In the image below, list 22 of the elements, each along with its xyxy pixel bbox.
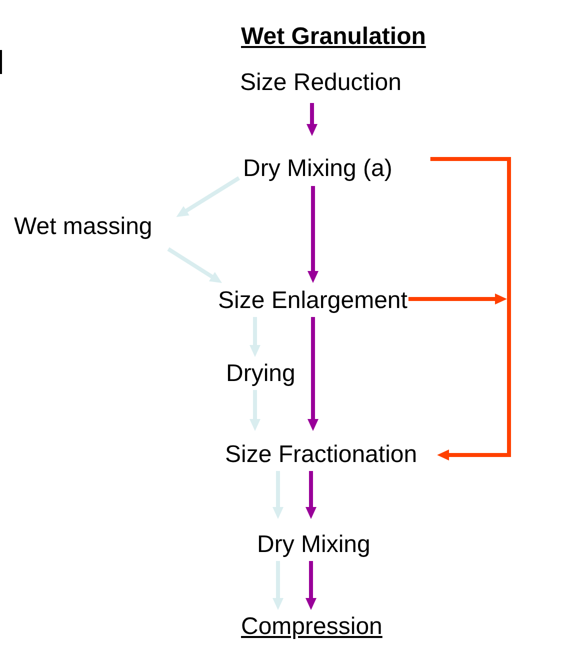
step-label: Size Reduction [240,69,402,96]
step-label: Compression [241,613,382,640]
step-label: Size Enlargement [218,287,408,314]
arrow [167,247,224,285]
arrow [272,561,284,610]
arrow [272,471,284,519]
arrow [306,561,316,610]
arrow [306,103,318,136]
arrow [408,294,507,304]
arrow [250,317,260,357]
arrow [308,186,318,283]
arrow [308,317,318,431]
arrow [250,390,260,431]
step-label: Size Fractionation [225,441,418,468]
arrow [430,157,511,460]
step-label: Drying [226,360,296,387]
step-label: Wet massing [14,213,152,240]
diagram-title: Wet Granulation [241,23,426,50]
arrow [175,176,240,219]
step-label: Dry Mixing (a) [243,155,392,182]
step-label: Dry Mixing [257,531,370,558]
arrow [306,471,316,519]
